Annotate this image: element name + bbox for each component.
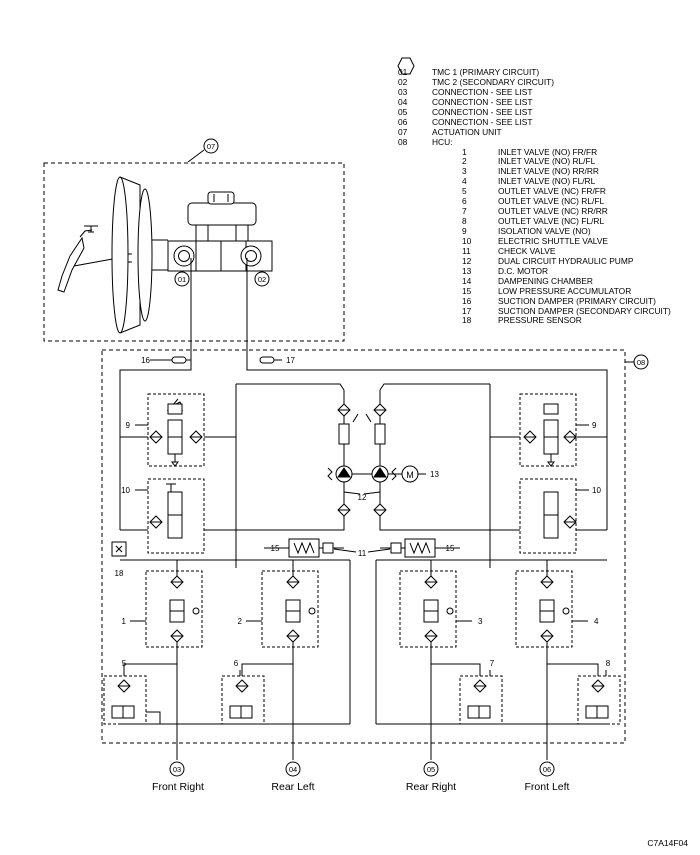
inlet-valve-1: 1: [122, 570, 203, 648]
label-3: 3: [478, 617, 483, 626]
legend-hcu-code: 9: [462, 226, 467, 236]
legend-hcu-code: 5: [462, 186, 467, 197]
legend-code: 02: [398, 76, 408, 87]
label-8: 8: [606, 659, 611, 668]
legend-code: 06: [398, 116, 408, 127]
legend-hcu-code: 13: [462, 265, 472, 276]
legend-hcu-text: SUCTION DAMPER (PRIMARY CIRCUIT): [498, 295, 656, 306]
inlet-valve-3: 3: [399, 570, 483, 648]
label-9-left: 9: [126, 421, 131, 430]
legend-text: CONNECTION - SEE LIST: [432, 96, 533, 107]
legend-hcu-text: OUTLET VALVE (NC) FR/FR: [498, 186, 606, 197]
label-2: 2: [238, 617, 243, 626]
legend-code: 03: [398, 86, 408, 97]
label-15-left: 15: [271, 544, 280, 553]
label-10-right: 10: [592, 486, 601, 495]
callout-01: 01: [178, 275, 186, 284]
legend-hcu-code: 14: [462, 275, 472, 286]
legend-text: TMC 2 (SECONDARY CIRCUIT): [432, 76, 555, 87]
inlet-valve-2: 2: [238, 570, 319, 648]
legend-hcu-text: LOW PRESSURE ACCUMULATOR: [498, 285, 632, 296]
legend-code: 01: [398, 67, 408, 77]
legend-hcu-text: PRESSURE SENSOR: [498, 315, 582, 326]
label-18: 18: [115, 569, 124, 578]
outlet-valve-6: 6: [221, 659, 265, 725]
legend-hcu-code: 1: [462, 146, 467, 157]
label-1: 1: [122, 617, 127, 626]
legend-code: 08: [398, 136, 408, 147]
callout-04: 04: [289, 765, 297, 774]
legend-text: CONNECTION - SEE LIST: [432, 106, 533, 117]
legend-hcu-text: OUTLET VALVE (NC) RL/FL: [498, 196, 605, 207]
legend-text: HCU:: [432, 136, 453, 147]
legend-text: CONNECTION - SEE LIST: [432, 116, 533, 127]
legend-hcu-code: 12: [462, 255, 472, 266]
legend-hcu-code: 16: [462, 295, 472, 306]
label-9-right: 9: [592, 421, 597, 430]
actuation-unit: 07 01 02: [43, 138, 345, 342]
legend-hcu-text: ELECTRIC SHUTTLE VALVE: [498, 235, 608, 246]
label-4: 4: [594, 617, 599, 626]
legend-hcu-code: 15: [462, 285, 472, 296]
legend-hcu-text: SUCTION DAMPER (SECONDARY CIRCUIT): [498, 305, 671, 316]
callout-02: 02: [258, 275, 266, 284]
legend-text: ACTUATION UNIT: [432, 126, 502, 137]
legend-hcu-text: DUAL CIRCUIT HYDRAULIC PUMP: [498, 255, 634, 266]
callout-06: 06: [543, 765, 551, 774]
legend-code: 04: [398, 96, 408, 107]
legend-hcu-text: INLET VALVE (NO) RL/FL: [498, 156, 596, 167]
legend-hcu-text: CHECK VALVE: [498, 245, 556, 256]
legend-hcu-text: INLET VALVE (NO) FR/FR: [498, 146, 598, 157]
callout-08: 08: [637, 358, 645, 367]
output-rear-right: Rear Right: [405, 781, 457, 793]
label-10-left: 10: [121, 486, 130, 495]
callout-07: 07: [207, 142, 215, 151]
legend-hcu-text: OUTLET VALVE (NC) RR/RR: [498, 206, 608, 217]
hcu-unit: 08 16 17 9 10: [101, 349, 649, 760]
legend-hcu-text: INLET VALVE (NO) FL/RL: [498, 176, 596, 187]
legend-hcu-text: DAMPENING CHAMBER: [498, 275, 593, 286]
label-7: 7: [490, 659, 495, 668]
legend-text: TMC 1 (PRIMARY CIRCUIT): [432, 67, 540, 77]
output-front-right: Front Right: [152, 781, 204, 793]
callout-05: 05: [427, 765, 435, 774]
legend-hcu-code: 4: [462, 176, 467, 187]
label-11: 11: [358, 549, 367, 558]
legend-hex-icon: [397, 57, 415, 75]
output-front-left: Front Left: [524, 781, 570, 793]
label-12: 12: [358, 493, 367, 502]
label-13: 13: [430, 470, 439, 479]
label-16: 16: [141, 356, 150, 365]
legend-hcu-text: OUTLET VALVE (NC) FL/RL: [498, 216, 605, 227]
legend-hcu-code: 18: [462, 315, 472, 326]
legend-hcu-code: 6: [462, 196, 467, 207]
callout-03: 03: [173, 765, 181, 774]
legend-hcu-code: 8: [462, 216, 467, 227]
output-rear-left: Rear Left: [271, 781, 315, 793]
legend-hcu-text: ISOLATION VALVE (NO): [498, 226, 591, 236]
outlet-valve-8: 8: [577, 659, 621, 725]
legend-code: 07: [398, 126, 408, 137]
legend-hcu-code: 10: [462, 235, 472, 246]
label-6: 6: [234, 659, 239, 668]
legend-text: CONNECTION - SEE LIST: [432, 86, 533, 97]
motor-icon: M: [406, 470, 414, 480]
legend-hcu-code: 3: [462, 166, 467, 177]
inlet-valve-4: 4: [515, 570, 599, 648]
legend-hcu-text: INLET VALVE (NO) RR/RR: [498, 166, 599, 177]
legend-hcu-code: 11: [462, 245, 471, 256]
legend-hcu-text: D.C. MOTOR: [498, 265, 549, 276]
legend-hcu-code: 7: [462, 206, 467, 217]
outlet-valve-7: 7: [459, 659, 503, 725]
legend-hcu-code: 17: [462, 305, 472, 316]
label-15-right: 15: [446, 544, 455, 553]
label-17: 17: [286, 356, 295, 365]
legend-code: 05: [398, 106, 408, 117]
legend-hcu-code: 2: [462, 156, 467, 167]
figure-id: C7A14F04: [647, 838, 688, 848]
outlet-valve-5: 5: [103, 659, 147, 725]
